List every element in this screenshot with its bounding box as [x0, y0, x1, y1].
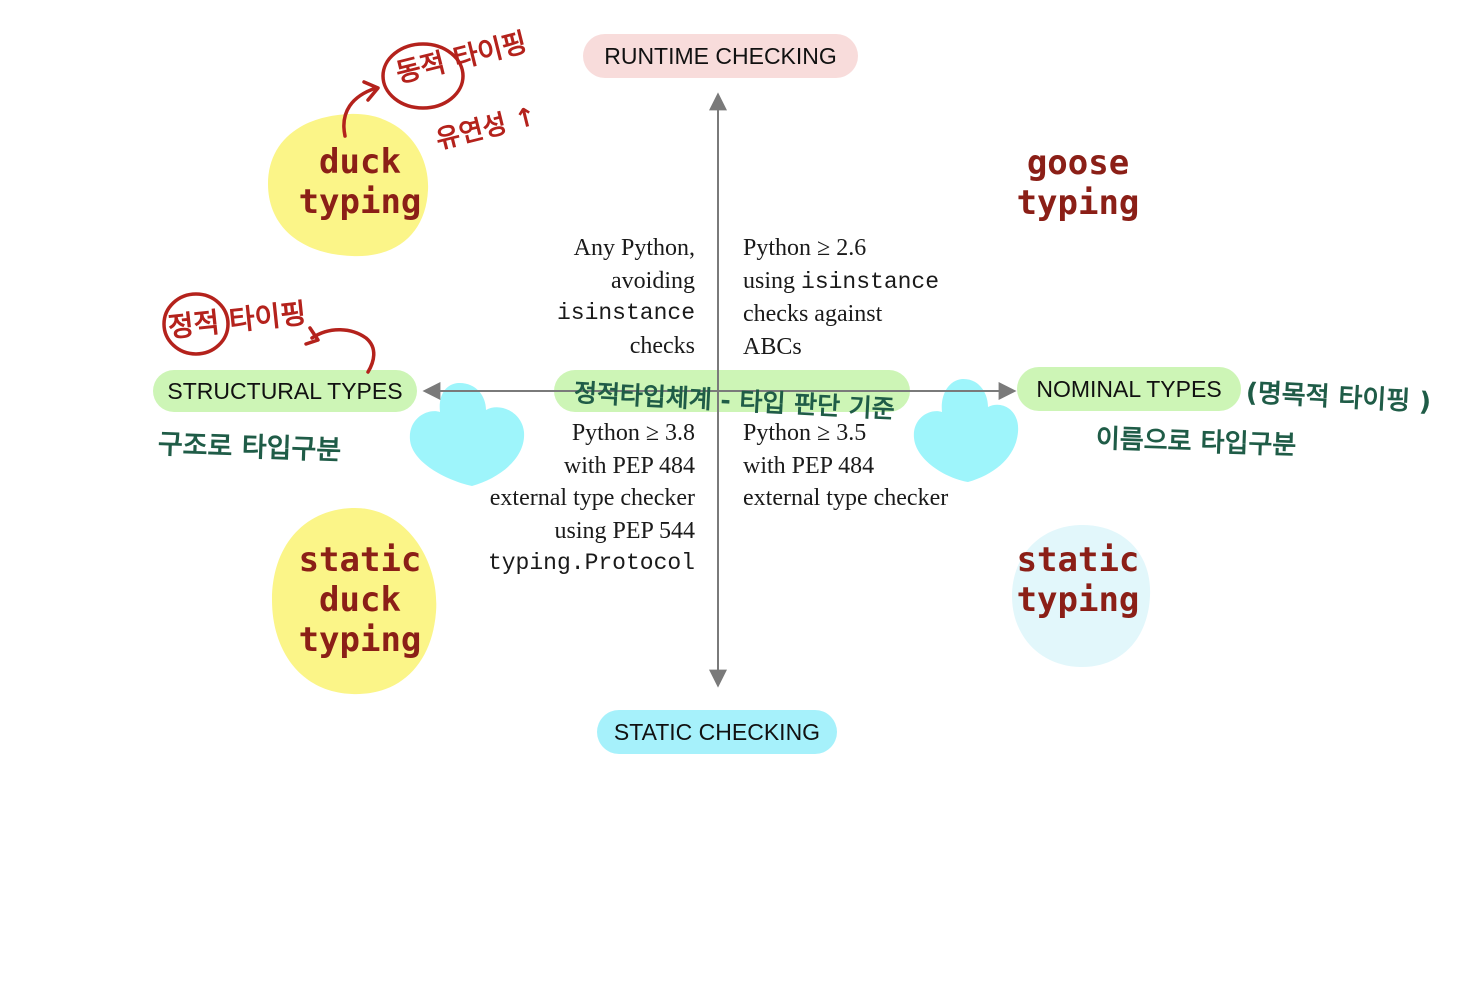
- top-left-line-2: avoiding: [611, 267, 695, 294]
- runtime-checking-label: RUNTIME CHECKING: [583, 34, 858, 78]
- bottom-left-line-2: with PEP 484: [563, 452, 695, 479]
- bottom-right-line-1: Python ≥ 3.5: [743, 420, 867, 446]
- static-typing-line-2: typing: [1016, 580, 1140, 620]
- top-right-line-4: ABCs: [743, 333, 802, 360]
- dynamic-arrow-mark: [342, 86, 378, 138]
- structural-types-label: STRUCTURAL TYPES: [153, 370, 417, 412]
- duck-typing-line-1: duck: [319, 142, 401, 182]
- isinstance-code: isinstance: [801, 268, 940, 295]
- top-right-line-2: using isinstance: [743, 267, 940, 295]
- flexibility-note: 유연성 ↑: [432, 101, 540, 156]
- nominal-typing-note: (명목적 타이핑 ): [1245, 378, 1432, 418]
- bottom-left-line-5: typing.Protocol: [487, 550, 695, 576]
- bottom-right-line-3: external type checker: [743, 485, 949, 511]
- top-left-line-3: isinstance: [556, 300, 695, 326]
- goose-typing-line-1: goose: [1026, 143, 1130, 183]
- structural-types-note: 구조로 타입구분: [157, 429, 342, 467]
- bottom-right-line-2: with PEP 484: [743, 452, 875, 479]
- static-duck-typing-label: static duck typing: [290, 540, 430, 660]
- bottom-right-description: Python ≥ 3.5 with PEP 484 external type …: [743, 417, 1003, 515]
- dynamic-typing-note: 동적 타이핑: [392, 27, 531, 90]
- goose-typing-label: goose typing: [1008, 143, 1148, 223]
- bottom-left-line-4: using PEP 544: [554, 517, 695, 544]
- static-typing-note: 정적 타이핑: [166, 296, 308, 344]
- static-arrow-mark: [310, 328, 376, 374]
- nominal-types-note: 이름으로 타입구분: [1095, 424, 1297, 461]
- top-left-line-4: checks: [629, 332, 695, 359]
- duck-typing-label: duck typing: [290, 142, 430, 222]
- static-typing-label: static typing: [1008, 540, 1148, 620]
- bottom-left-line-3: external type checker: [489, 485, 695, 511]
- bottom-left-description: Python ≥ 3.8 with PEP 484 external type …: [440, 417, 695, 580]
- nominal-types-label: NOMINAL TYPES: [1017, 367, 1241, 411]
- top-left-line-1: Any Python,: [573, 235, 695, 261]
- top-right-line-1: Python ≥ 2.6: [743, 235, 867, 261]
- goose-typing-line-2: typing: [1016, 183, 1140, 223]
- static-typing-line-1: static: [1016, 540, 1140, 580]
- top-right-description: Python ≥ 2.6 using isinstance checks aga…: [743, 232, 993, 363]
- top-right-line-3: checks against: [743, 301, 883, 327]
- static-duck-typing-line-3: typing: [298, 620, 422, 660]
- duck-typing-line-2: typing: [298, 182, 422, 222]
- static-checking-label: STATIC CHECKING: [597, 710, 837, 754]
- static-duck-typing-line-2: duck: [319, 580, 401, 620]
- bottom-left-line-1: Python ≥ 3.8: [571, 420, 695, 446]
- static-duck-typing-line-1: static: [298, 540, 422, 580]
- top-left-description: Any Python, avoiding isinstance checks: [440, 232, 695, 362]
